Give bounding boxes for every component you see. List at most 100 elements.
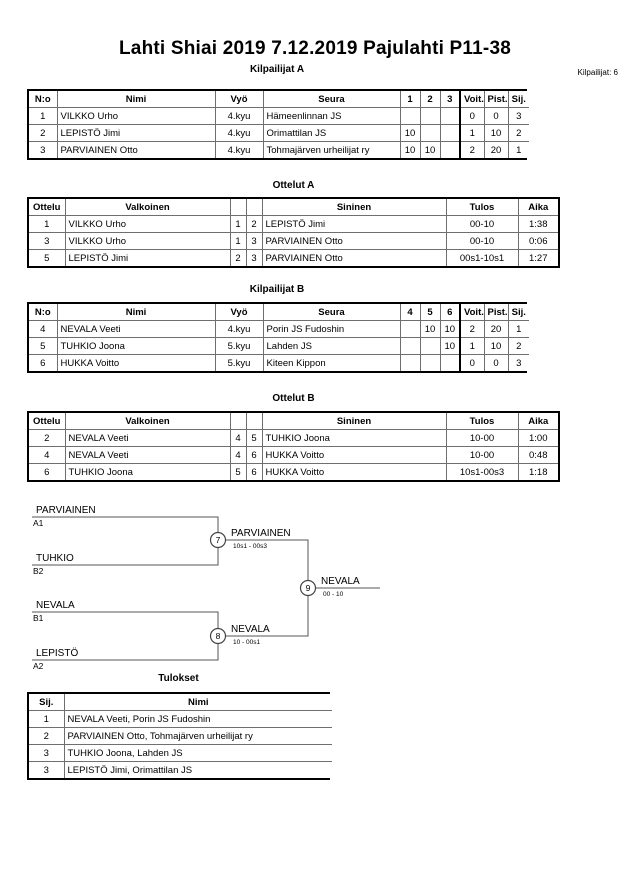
cell-blue: LEPISTÖ Jimi	[261, 215, 447, 233]
bracket-line-sf-bottom	[226, 588, 309, 637]
cell-rank: 1	[507, 320, 529, 338]
cell-match: 5	[29, 249, 66, 266]
cell-belt: 4.kyu	[214, 107, 264, 125]
cell-result-rank: 1	[29, 710, 65, 728]
cell-result: 10s1-00s3	[445, 463, 519, 480]
cell-time: 1:38	[517, 215, 558, 233]
col-opp-1: 1	[399, 91, 421, 108]
col-belt: Vyö	[214, 304, 264, 321]
col-result-rank: Sij.	[29, 694, 65, 711]
cell-result: 00s1-10s1	[445, 249, 519, 266]
col-name: Nimi	[56, 304, 216, 321]
cell-points: 20	[483, 141, 509, 158]
cell-blue-no: 3	[245, 249, 263, 266]
cell-wins: 0	[459, 107, 485, 125]
cell-blue-no: 6	[245, 463, 263, 480]
cell-no: 3	[29, 141, 58, 158]
bracket-line-b1	[32, 611, 219, 636]
col-wins: Voit.	[459, 304, 485, 321]
table-header-row: N:o Nimi Vyö Seura 4 5 6 Voit. Pist. Sij…	[29, 304, 529, 321]
cell-white: NEVALA Veeti	[64, 446, 231, 464]
cell-club: Kiteen Kippon	[262, 354, 401, 371]
cell-score-3	[439, 354, 461, 371]
col-white-no	[229, 199, 247, 216]
col-belt: Vyö	[214, 91, 264, 108]
cell-white: TUHKIO Joona	[64, 463, 231, 480]
bracket-score-sf-bottom: 10 - 00s1	[233, 639, 260, 646]
cell-belt: 4.kyu	[214, 320, 264, 338]
cell-no: 4	[29, 320, 58, 338]
heading-matches-b: Ottelut B	[272, 393, 315, 404]
cell-match: 4	[29, 446, 66, 464]
cell-match: 6	[29, 463, 66, 480]
cell-score-1	[399, 320, 421, 338]
bracket-entrant-name-3: NEVALA	[36, 600, 75, 611]
competitors-count: Kilpailijat: 6	[577, 68, 618, 77]
cell-white-no: 4	[229, 446, 247, 464]
col-no: N:o	[29, 91, 58, 108]
cell-name: NEVALA Veeti	[56, 320, 216, 338]
cell-points: 10	[483, 124, 509, 142]
cell-score-3: 10	[439, 320, 461, 338]
cell-blue: PARVIAINEN Otto	[261, 249, 447, 266]
cell-belt: 5.kyu	[214, 337, 264, 355]
cell-white-no: 2	[229, 249, 247, 266]
cell-white-no: 4	[229, 429, 247, 447]
col-white: Valkoinen	[64, 413, 231, 430]
cell-points: 0	[483, 354, 509, 371]
cell-no: 2	[29, 124, 58, 142]
col-rank: Sij.	[507, 304, 529, 321]
cell-blue-no: 5	[245, 429, 263, 447]
cell-no: 1	[29, 107, 58, 125]
bracket-score-sf-top: 10s1 - 00s3	[233, 543, 267, 550]
col-white-no	[229, 413, 247, 430]
cell-match: 3	[29, 232, 66, 250]
cell-belt: 4.kyu	[214, 124, 264, 142]
bracket-node-9-label: 9	[306, 583, 311, 593]
cell-wins: 2	[459, 320, 485, 338]
bracket-winner-sf-top: PARVIAINEN	[231, 528, 291, 539]
group-a-table: N:o Nimi Vyö Seura 1 2 3 Voit. Pist. Sij…	[27, 89, 529, 160]
cell-wins: 0	[459, 354, 485, 371]
cell-club: Porin JS Fudoshin	[262, 320, 401, 338]
cell-result-name: PARVIAINEN Otto, Tohmajärven urheilijat …	[63, 727, 332, 745]
cell-white: NEVALA Veeti	[64, 429, 231, 447]
col-opp-6: 6	[439, 304, 461, 321]
bracket-winner-sf-bottom: NEVALA	[231, 624, 270, 635]
cell-belt: 5.kyu	[214, 354, 264, 371]
bracket-line-sf-top	[226, 539, 309, 588]
cell-name: VILKKO Urho	[56, 107, 216, 125]
col-match: Ottelu	[29, 413, 66, 430]
cell-result-rank: 3	[29, 744, 65, 762]
cell-time: 1:18	[517, 463, 558, 480]
cell-score-1: 10	[399, 124, 421, 142]
cell-result-rank: 2	[29, 727, 65, 745]
table-header-row: Ottelu Valkoinen Sininen Tulos Aika	[29, 413, 558, 430]
col-wins: Voit.	[459, 91, 485, 108]
bracket-line-b2	[32, 540, 219, 566]
cell-white-no: 5	[229, 463, 247, 480]
col-result: Tulos	[445, 199, 519, 216]
cell-white-no: 1	[229, 215, 247, 233]
bracket-line-a1	[32, 516, 219, 540]
cell-score-2	[419, 124, 441, 142]
bracket-node-7-label: 7	[216, 535, 221, 545]
cell-time: 1:00	[517, 429, 558, 447]
cell-no: 6	[29, 354, 58, 371]
cell-club: Lahden JS	[262, 337, 401, 355]
cell-white: VILKKO Urho	[64, 215, 231, 233]
cell-blue-no: 2	[245, 215, 263, 233]
bracket-entrant-seed-1: A1	[33, 518, 44, 528]
cell-score-2	[419, 337, 441, 355]
